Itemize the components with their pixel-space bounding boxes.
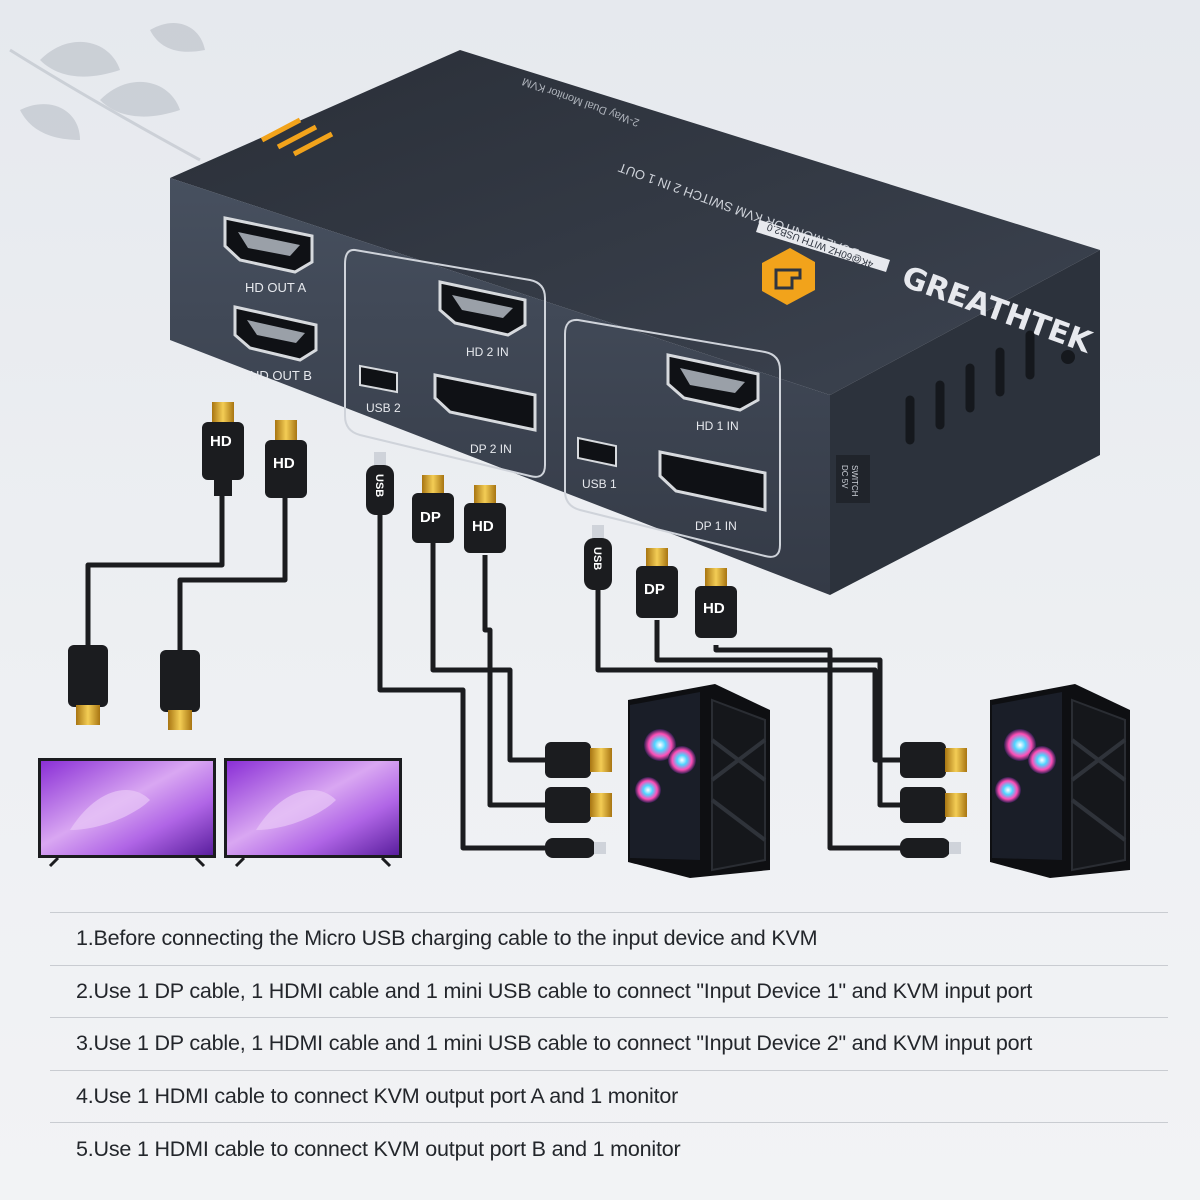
instruction-step: 5.Use 1 HDMI cable to connect KVM output… (50, 1122, 1168, 1175)
kvm-switch-device: GREATHTEK DUAL MONITOR KVM SWITCH 2 IN 1… (170, 50, 1100, 595)
hd-plug-label: HD (472, 518, 494, 535)
hd-plug-label: HD (210, 433, 232, 450)
pc-tower-icon (628, 684, 770, 878)
displayport-2-in-port (433, 373, 537, 432)
dp-cable-plug: DP (412, 475, 454, 543)
hd-cable-plug-monitor-b (160, 650, 200, 730)
instruction-steps: 1.Before connecting the Micro USB chargi… (50, 912, 1168, 1175)
hd-out-a-label: HD OUT A (245, 280, 306, 295)
usb1-label: USB 1 (582, 477, 617, 491)
screw-icon (1061, 350, 1075, 364)
usb-2-port (359, 364, 398, 394)
hd1-in-label: HD 1 IN (696, 419, 739, 433)
hd-plug-label: HD (703, 600, 725, 617)
hd-plug-label: HD (273, 455, 295, 472)
dp2-in-label: DP 2 IN (470, 442, 512, 456)
side-label-2: DC 5V (840, 465, 849, 489)
input-1-panel (564, 318, 781, 558)
hdmi-1-in-port (666, 353, 760, 412)
dp1-in-label: DP 1 IN (695, 519, 737, 533)
orange-accent-stripes (260, 117, 334, 157)
hd-cable-plug: HD (202, 402, 244, 496)
monitor-icon (38, 758, 216, 868)
pc2-dp-plug (900, 787, 967, 823)
input-2-panel (344, 248, 546, 478)
instruction-step: 1.Before connecting the Micro USB chargi… (50, 912, 1168, 965)
dp-plug-label: DP (644, 581, 665, 598)
instruction-step: 2.Use 1 DP cable, 1 HDMI cable and 1 min… (50, 964, 1168, 1018)
hdmi-2-in-port (438, 280, 527, 337)
usb2-label: USB 2 (366, 401, 401, 415)
pc1-dp-plug (545, 787, 612, 823)
pc1-usb-plug (545, 838, 606, 858)
dp-plug-label: DP (420, 509, 441, 526)
side-label-1: SWITCH (850, 465, 859, 497)
greathtek-logo-icon (762, 248, 815, 305)
leaf-decoration-icon (9, 22, 205, 162)
instruction-step: 3.Use 1 DP cable, 1 HDMI cable and 1 min… (50, 1017, 1168, 1070)
usb-plug-label: USB (373, 474, 385, 497)
pc-tower-icon (990, 684, 1130, 878)
displayport-1-in-port (658, 450, 767, 512)
pc1-hd-plug (545, 742, 612, 778)
instruction-step: 4.Use 1 HDMI cable to connect KVM output… (50, 1069, 1168, 1123)
hdmi-out-b-port (233, 305, 318, 362)
monitor-icon (224, 758, 402, 868)
pc2-usb-plug (900, 838, 961, 858)
dp-cable-plug: DP (636, 548, 678, 618)
cable-wires (85, 495, 900, 851)
usb-1-port (577, 436, 617, 468)
usb-cable-plug: USB (584, 525, 612, 590)
usb-plug-label: USB (591, 547, 603, 570)
hd2-in-label: HD 2 IN (466, 345, 509, 359)
hd-cable-plug: HD (265, 420, 307, 498)
hd-cable-plug-monitor-a (68, 645, 108, 725)
hd-cable-plug: HD (695, 568, 737, 638)
hd-cable-plug: HD (464, 485, 506, 553)
side-label-tag: SWITCH DC 5V (836, 455, 870, 503)
side-vents (905, 330, 1035, 445)
hdmi-out-a-port (223, 216, 314, 274)
hd-out-b-label: HD OUT B (250, 368, 312, 383)
usb-cable-plug: USB (366, 452, 394, 515)
pc2-hd-plug (900, 742, 967, 778)
